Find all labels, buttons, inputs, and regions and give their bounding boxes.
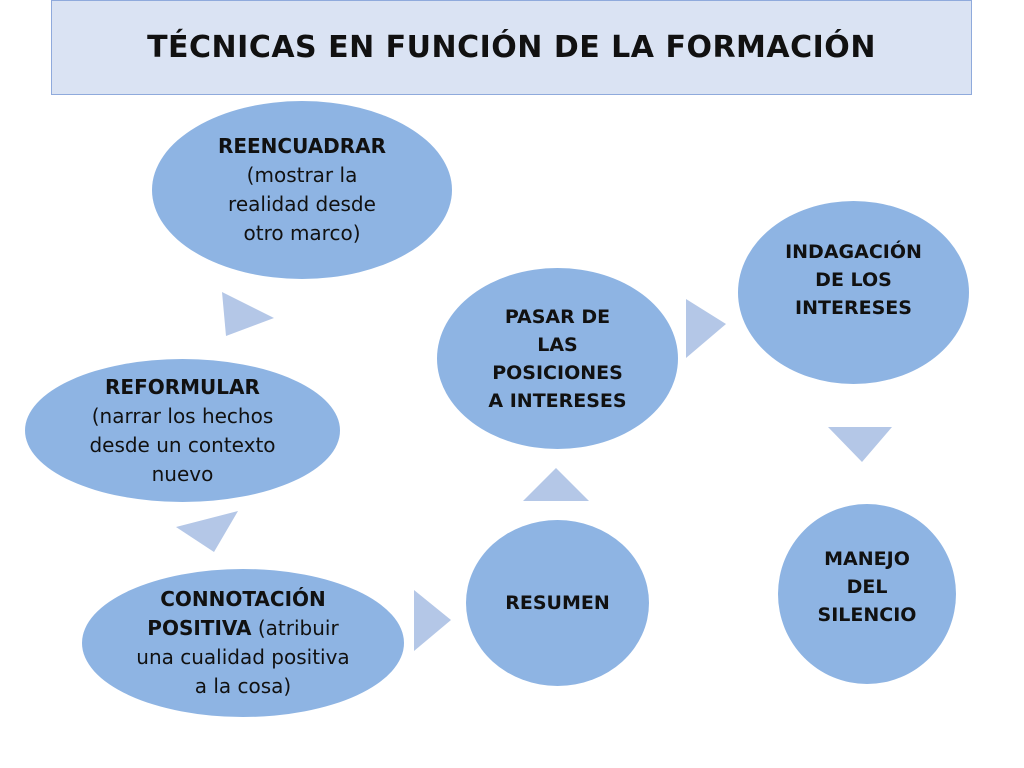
node-pasar-line-3: POSICIONES [492, 361, 623, 384]
node-reformular-desc-2: desde un contexto [89, 432, 276, 457]
node-connotacion-label-1: CONNOTACIÓN [160, 587, 326, 611]
node-manejo-line-1: MANEJO [824, 548, 910, 570]
node-connotacion-desc-3: a la cosa) [194, 674, 292, 698]
node-reencuadrar: REENCUADRAR (mostrar la realidad desde o… [152, 101, 452, 279]
node-connotacion-label-2: POSITIVA [147, 616, 252, 640]
node-indagacion-text: INDAGACIÓN DE LOS INTERESES [785, 238, 922, 322]
node-indagacion-line-2: DE LOS [815, 268, 892, 291]
node-reencuadrar-text: REENCUADRAR (mostrar la realidad desde o… [218, 132, 386, 248]
node-reformular: REFORMULAR (narrar los hechos desde un c… [25, 359, 340, 502]
node-reencuadrar-desc-3: otro marco) [243, 221, 361, 245]
arrow-resumen-to-pasar [523, 468, 589, 501]
node-indagacion-line-3: INTERESES [795, 296, 912, 319]
node-resumen: RESUMEN [466, 520, 649, 686]
node-manejo-line-2: DEL [846, 576, 888, 598]
node-indagacion: INDAGACIÓN DE LOS INTERESES [738, 201, 969, 384]
arrow-connotacion-to-resumen [414, 590, 451, 651]
node-resumen-label: RESUMEN [505, 592, 610, 614]
node-reformular-desc-1: (narrar los hechos [91, 403, 274, 428]
title-banner: TÉCNICAS EN FUNCIÓN DE LA FORMACIÓN [51, 0, 972, 95]
node-reencuadrar-label: REENCUADRAR [217, 134, 387, 158]
node-manejo-text: MANEJO DEL SILENCIO [818, 545, 917, 629]
arrow-connotacion-to-reformular [176, 511, 238, 552]
page-title: TÉCNICAS EN FUNCIÓN DE LA FORMACIÓN [147, 30, 876, 65]
node-reformular-label: REFORMULAR [105, 374, 260, 399]
node-reformular-text: REFORMULAR (narrar los hechos desde un c… [89, 373, 275, 489]
arrow-pasar-to-indagacion [686, 299, 726, 358]
node-connotacion-desc-1: (atribuir [251, 616, 339, 640]
node-pasar-text: PASAR DE LAS POSICIONES A INTERESES [488, 303, 626, 415]
node-connotacion-desc-2: una cualidad positiva [136, 645, 350, 669]
node-connotacion-text: CONNOTACIÓN POSITIVA (atribuir una cuali… [136, 585, 349, 701]
node-connotacion-positiva: CONNOTACIÓN POSITIVA (atribuir una cuali… [82, 569, 404, 717]
node-indagacion-line-1: INDAGACIÓN [785, 240, 922, 263]
node-reformular-desc-3: nuevo [151, 461, 214, 486]
arrow-reformular-to-reencuadrar [222, 292, 274, 336]
node-reencuadrar-desc-1: (mostrar la [246, 163, 358, 187]
node-manejo-line-3: SILENCIO [817, 604, 917, 626]
node-pasar-line-4: A INTERESES [488, 389, 627, 412]
node-resumen-text: RESUMEN [505, 589, 610, 617]
node-pasar-posiciones: PASAR DE LAS POSICIONES A INTERESES [437, 268, 678, 449]
node-reencuadrar-desc-2: realidad desde [228, 192, 376, 216]
node-pasar-line-2: LAS [537, 333, 578, 356]
arrow-indagacion-to-manejo [828, 427, 892, 462]
node-manejo-silencio: MANEJO DEL SILENCIO [778, 504, 956, 684]
node-pasar-line-1: PASAR DE [504, 305, 611, 328]
